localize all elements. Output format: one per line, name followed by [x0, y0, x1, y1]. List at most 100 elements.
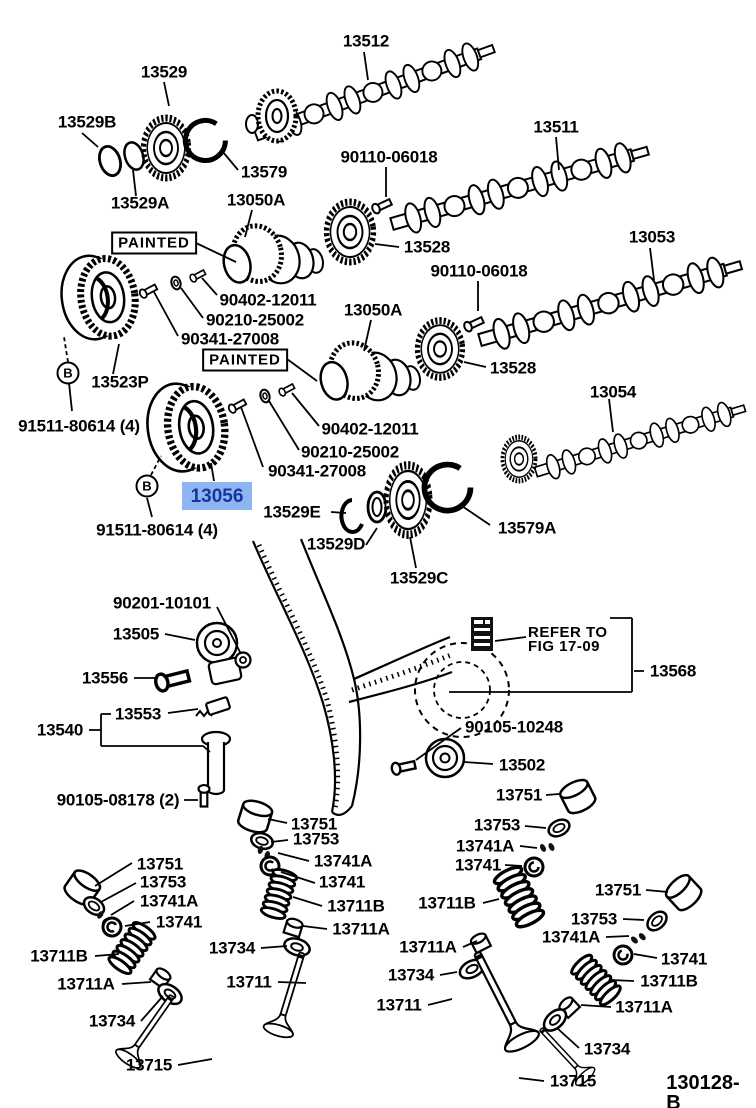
- part-label-90402-12011: 90402-12011: [219, 290, 317, 310]
- part-label-90201-10101: 90201-10101: [112, 593, 212, 613]
- bolt-13556-drawing: [152, 665, 193, 694]
- part-label-13741A: 13741A: [139, 891, 199, 911]
- painted-note-2: PAINTED: [202, 348, 288, 372]
- part-label-90105-081782: 90105-08178 (2): [56, 790, 180, 810]
- part-label-13711: 13711: [226, 972, 272, 992]
- part-label-90210-25002: 90210-25002: [205, 310, 305, 330]
- crank-ghost-circle: [414, 642, 510, 738]
- part-label-13734: 13734: [208, 938, 256, 958]
- pulley-13512-front-drawing: [245, 88, 299, 144]
- part-label-13715: 13715: [549, 1071, 597, 1091]
- part-label-91511-806144: 91511-80614 (4): [96, 520, 218, 540]
- part-label-13711A: 13711A: [57, 974, 115, 994]
- part-label-13741: 13741: [454, 855, 502, 875]
- bolt-90105-10248-drawing: [389, 757, 418, 777]
- figure-code: 130128-B: [666, 1072, 740, 1108]
- highlighted-part-label-13056: 13056: [182, 482, 252, 510]
- refer-note-line2: FIG 17-09: [528, 638, 601, 655]
- leader-lines-dashed: [63, 336, 162, 476]
- gear-13529-drawing: [94, 113, 228, 183]
- idler-13502-drawing: [424, 737, 466, 779]
- part-label-13711B: 13711B: [30, 946, 88, 966]
- crank-ghost-inner: [433, 661, 491, 719]
- part-label-13523P: 13523P: [91, 372, 149, 392]
- part-label-13711A: 13711A: [332, 919, 390, 939]
- bolt-90110-2-drawing: [461, 314, 486, 334]
- detail-marker-b-2: B: [135, 474, 159, 498]
- part-label-13512: 13512: [342, 31, 390, 51]
- part-label-13751: 13751: [495, 785, 543, 805]
- part-label-13711: 13711: [376, 995, 422, 1015]
- cluster-13050A-1-drawing: [217, 211, 326, 296]
- ring-13529E-drawing: [339, 498, 364, 534]
- stud-13553-drawing: [195, 696, 231, 718]
- part-label-13734: 13734: [387, 965, 435, 985]
- ring-13529D-drawing: [366, 490, 388, 524]
- part-label-13568: 13568: [649, 661, 697, 681]
- part-label-90402-12011: 90402-12011: [321, 419, 419, 439]
- refer-block-icon: [471, 617, 493, 651]
- part-label-13511: 13511: [533, 117, 579, 137]
- washer-90201-drawing: [234, 651, 252, 669]
- part-label-13741A: 13741A: [313, 851, 373, 871]
- part-label-90341-27008: 90341-27008: [180, 329, 280, 349]
- part-label-13751: 13751: [594, 880, 642, 900]
- part-label-13711A: 13711A: [615, 997, 673, 1017]
- part-label-13711B: 13711B: [640, 971, 698, 991]
- pulley-13523P-drawing: [56, 250, 140, 343]
- part-label-90210-25002: 90210-25002: [300, 442, 400, 462]
- part-label-13528: 13528: [403, 237, 451, 257]
- refer-note-line1: REFER TO: [528, 624, 608, 641]
- gear-13528-2-drawing: [414, 316, 466, 382]
- part-label-13751: 13751: [136, 854, 184, 874]
- part-label-13579A: 13579A: [497, 518, 557, 538]
- part-label-90110-06018: 90110-06018: [430, 261, 528, 281]
- part-label-13053: 13053: [628, 227, 676, 247]
- part-label-13050A: 13050A: [226, 190, 286, 210]
- part-label-13529B: 13529B: [57, 112, 117, 132]
- part-label-13529: 13529: [140, 62, 188, 82]
- part-label-13711B: 13711B: [418, 893, 476, 913]
- part-label-13579: 13579: [240, 162, 288, 182]
- part-label-90341-27008: 90341-27008: [267, 461, 367, 481]
- part-label-13741A: 13741A: [455, 836, 515, 856]
- part-label-13741A: 13741A: [541, 927, 601, 947]
- part-label-13505: 13505: [112, 624, 160, 644]
- timing-belt-drawing: [251, 538, 453, 816]
- part-label-13753: 13753: [292, 829, 340, 849]
- part-label-13711B: 13711B: [327, 896, 385, 916]
- part-label-90105-10248: 90105-10248: [464, 717, 564, 737]
- part-label-13741: 13741: [318, 872, 366, 892]
- part-label-13529E: 13529E: [263, 502, 321, 522]
- tensioner-13505-drawing: [195, 621, 243, 686]
- part-label-13751: 13751: [290, 814, 338, 834]
- part-label-13529A: 13529A: [110, 193, 170, 213]
- damper-13540-drawing: [200, 730, 232, 796]
- part-label-13054: 13054: [589, 382, 637, 402]
- part-label-91511-806144: 91511-80614 (4): [18, 416, 140, 436]
- part-label-90110-06018: 90110-06018: [340, 147, 438, 167]
- part-label-13753: 13753: [570, 909, 618, 929]
- part-label-13528: 13528: [489, 358, 537, 378]
- part-label-13553: 13553: [114, 704, 162, 724]
- part-label-13529C: 13529C: [389, 568, 449, 588]
- part-label-13711A: 13711A: [399, 937, 457, 957]
- part-label-13753: 13753: [473, 815, 521, 835]
- bolt-90110-1-drawing: [369, 196, 394, 216]
- detail-marker-b-1: B: [56, 361, 80, 385]
- gear-13054-front-drawing: [503, 437, 536, 481]
- part-label-13050A: 13050A: [343, 300, 403, 320]
- part-label-13529D: 13529D: [306, 534, 366, 554]
- camshaft-13054-drawing: [531, 395, 750, 485]
- part-label-13556: 13556: [81, 668, 129, 688]
- part-label-13502: 13502: [498, 755, 546, 775]
- pulley-13056-drawing: [142, 378, 230, 476]
- painted-note-1: PAINTED: [111, 231, 197, 255]
- part-label-13540: 13540: [36, 720, 84, 740]
- part-label-13741: 13741: [660, 949, 708, 969]
- part-label-13741: 13741: [155, 912, 203, 932]
- bolt-set-1-drawing: [137, 267, 208, 300]
